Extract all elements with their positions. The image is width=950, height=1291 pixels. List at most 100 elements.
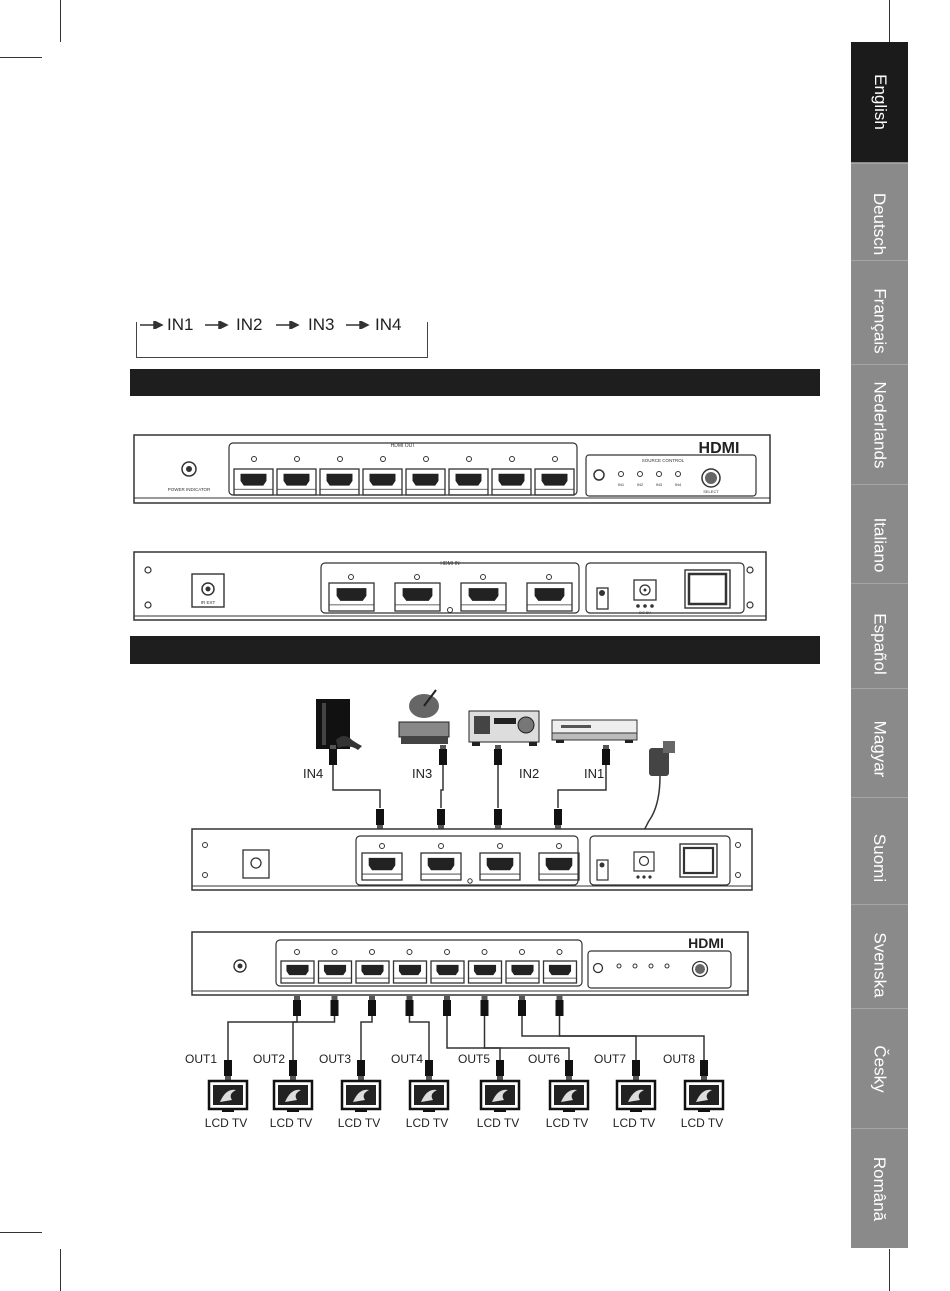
output-led-icon xyxy=(337,456,343,462)
sequence-loop xyxy=(136,322,428,358)
output-led-icon xyxy=(369,949,375,955)
hdmi-cable xyxy=(446,1000,501,1062)
output-label: OUT4 xyxy=(391,1052,423,1066)
hdmi-plug-icon xyxy=(496,1060,504,1080)
input-led-icon xyxy=(556,843,562,849)
tab-italiano[interactable]: Italiano xyxy=(851,484,908,605)
tab-francais[interactable]: Français xyxy=(851,260,908,381)
power-switch[interactable] xyxy=(684,569,731,609)
source-led-label: IN2 xyxy=(637,482,644,487)
hdmi-plug-icon xyxy=(602,745,610,765)
output-led-icon xyxy=(481,949,488,955)
lcd-tv-icon xyxy=(548,1079,590,1112)
output-led-icon xyxy=(294,456,300,462)
front-panel-diagram: HDMI xyxy=(191,931,749,996)
output-led-icon xyxy=(331,949,338,955)
input-led-icon xyxy=(414,574,420,580)
hdmi-plug-icon xyxy=(518,996,526,1016)
output-label: OUT3 xyxy=(319,1052,351,1066)
output-led-icon xyxy=(509,456,515,462)
tab-suomi[interactable]: Suomi xyxy=(851,797,908,918)
hdmi-plug-icon xyxy=(289,1060,297,1080)
ir-ext-label: IR EXT xyxy=(201,600,216,605)
hdmi-plug-icon xyxy=(555,996,564,1016)
hdmi-out-label: HDMI OUT xyxy=(391,443,416,449)
tab-magyar[interactable]: Magyar xyxy=(851,688,908,809)
lcd-tv-icon xyxy=(615,1079,657,1112)
lcd-tv-icon xyxy=(683,1079,725,1112)
hdmi-plug-icon xyxy=(439,745,447,765)
hdmi-out-port-7 xyxy=(491,468,532,496)
dc-label: DC 5V xyxy=(639,610,651,615)
input-led-icon xyxy=(497,843,503,849)
source-led-label: IN1 xyxy=(618,482,625,487)
sequence-in1: IN1 xyxy=(164,315,197,335)
hdmi-cable xyxy=(440,765,444,808)
hdmi-out-port-6 xyxy=(448,468,489,496)
tab-romana[interactable]: Română xyxy=(851,1128,908,1249)
tv-label: LCD TV xyxy=(613,1116,655,1130)
sequence-in2: IN2 xyxy=(233,315,266,335)
source-led-icon xyxy=(675,471,681,477)
hdmi-plug-icon xyxy=(632,1060,640,1080)
hdmi-out-port-5 xyxy=(405,468,446,496)
output-label: OUT1 xyxy=(185,1052,217,1066)
lcd-tv-icon xyxy=(207,1079,249,1112)
hdmi-cable xyxy=(557,765,607,808)
input-label: IN3 xyxy=(412,766,432,781)
hdmi-plug-icon xyxy=(329,745,337,765)
tv-label: LCD TV xyxy=(205,1116,247,1130)
hdmi-plug-icon xyxy=(443,996,451,1016)
tab-cesky[interactable]: Česky xyxy=(851,1008,908,1129)
crop-mark xyxy=(0,57,42,58)
hdmi-out-port-2 xyxy=(317,960,353,984)
output-led-icon xyxy=(519,949,525,955)
hdmi-out-port-8 xyxy=(542,960,578,984)
tab-english[interactable]: English xyxy=(851,42,908,162)
sequence-in4: IN4 xyxy=(372,315,405,335)
hdmi-plug-icon xyxy=(293,996,301,1016)
tab-svenska[interactable]: Svenska xyxy=(851,904,908,1025)
select-button[interactable] xyxy=(701,468,721,488)
hdmi-plug-icon xyxy=(405,996,414,1016)
hdmi-out-port-2 xyxy=(276,468,317,496)
dvd-player-icon xyxy=(551,719,638,743)
input-label: IN4 xyxy=(303,766,323,781)
input-led-icon xyxy=(546,574,552,580)
output-label: OUT5 xyxy=(458,1052,490,1066)
hdmi-out-port-1 xyxy=(280,960,315,984)
hdmi-plug-icon xyxy=(437,809,445,829)
hdmi-in-port-2 xyxy=(460,582,507,612)
hdmi-out-port-4 xyxy=(392,960,428,984)
sequence-arrow xyxy=(276,321,300,329)
tv-label: LCD TV xyxy=(270,1116,312,1130)
tv-label: LCD TV xyxy=(546,1116,588,1130)
tv-label: LCD TV xyxy=(477,1116,519,1130)
output-led-icon xyxy=(380,456,386,462)
input-led-icon xyxy=(438,843,444,849)
brand-logo: HDMI xyxy=(688,935,724,951)
section-bar xyxy=(130,636,820,664)
tab-espanol[interactable]: Español xyxy=(851,583,908,704)
tab-deutsch[interactable]: Deutsch xyxy=(851,163,908,284)
hdmi-cable xyxy=(558,1000,705,1062)
ir-ext-jack-icon xyxy=(201,582,215,596)
power-adapter-icon xyxy=(641,741,675,839)
sequence-arrow xyxy=(205,321,229,329)
output-led-icon xyxy=(251,456,257,462)
rear-panel: IR EXT HDMI IN DC 5V xyxy=(133,551,767,621)
input-label: IN2 xyxy=(519,766,539,781)
select-label: SELECT xyxy=(703,489,719,494)
crop-mark xyxy=(889,0,890,42)
hdmi-in-port-4 xyxy=(361,852,403,881)
ir-port-icon xyxy=(596,587,609,610)
front-panel: POWER INDICATOR HDMI OUT HDMI SOURCE CON… xyxy=(133,434,771,504)
source-led-icon xyxy=(656,471,662,477)
tv-label: LCD TV xyxy=(681,1116,723,1130)
sequence-arrow xyxy=(346,321,370,329)
hdmi-in-port-2 xyxy=(479,852,521,881)
hdmi-out-port-3 xyxy=(355,960,390,984)
tab-nederlands[interactable]: Nederlands xyxy=(851,364,908,485)
crop-mark xyxy=(60,0,61,42)
output-led-icon xyxy=(294,949,300,955)
